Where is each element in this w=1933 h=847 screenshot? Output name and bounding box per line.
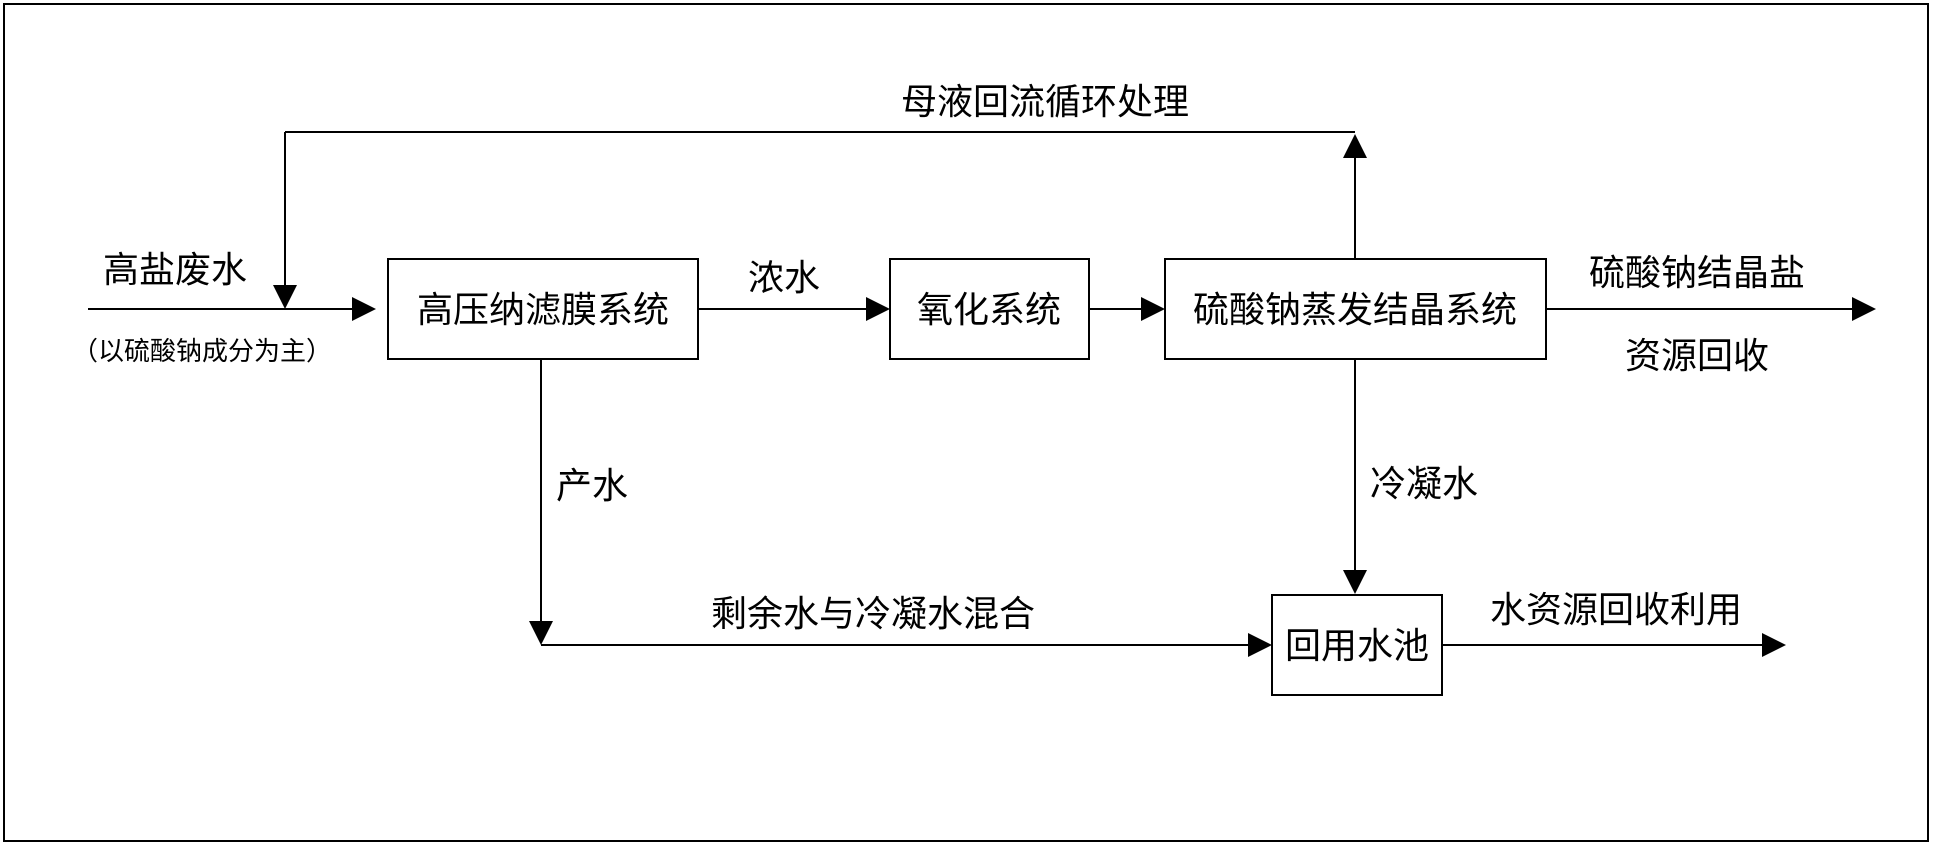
input-note-label: （以硫酸钠成分为主） xyxy=(72,337,332,367)
recycle-label: 母液回流循环处理 xyxy=(901,82,1189,123)
mix-label: 剩余水与冷凝水混合 xyxy=(711,594,1035,635)
water-output-arrowhead xyxy=(1762,633,1786,657)
oxidation-system-node: 氧化系统 xyxy=(889,258,1090,360)
nf-system-node: 高压纳滤膜系统 xyxy=(387,258,699,360)
nf-system-box xyxy=(387,258,699,360)
evaporation-system-box xyxy=(1164,258,1547,360)
condensate-arrowhead xyxy=(1343,570,1367,594)
evaporation-system-node: 硫酸钠蒸发结晶系统 xyxy=(1164,258,1547,360)
reuse-pool-box xyxy=(1271,594,1443,696)
input-arrowhead xyxy=(352,297,376,321)
salt-output-arrowhead xyxy=(1852,297,1876,321)
diagram-frame xyxy=(3,3,1929,842)
salt-output-label-line2: 资源回收 xyxy=(1625,336,1769,377)
reuse-pool-label: 回用水池 xyxy=(1285,626,1429,667)
oxidation-system-label: 氧化系统 xyxy=(917,290,1061,331)
oxidation-system-box xyxy=(889,258,1090,360)
product-water-arrowhead xyxy=(529,621,553,645)
product-water-label: 产水 xyxy=(556,466,628,507)
recycle-arrowhead-up xyxy=(1343,134,1367,158)
ox-to-evap-arrowhead xyxy=(1141,297,1165,321)
water-output-label: 水资源回收利用 xyxy=(1490,590,1742,631)
evaporation-system-label: 硫酸钠蒸发结晶系统 xyxy=(1193,290,1517,331)
reuse-pool-node: 回用水池 xyxy=(1271,594,1443,696)
salt-output-label-line1: 硫酸钠结晶盐 xyxy=(1589,253,1805,294)
recycle-arrowhead-down xyxy=(273,285,297,309)
nf-system-label: 高压纳滤膜系统 xyxy=(417,290,669,331)
condensate-label: 冷凝水 xyxy=(1370,464,1478,505)
input-label: 高盐废水 xyxy=(103,250,247,291)
concentrate-arrowhead xyxy=(866,297,890,321)
mix-arrowhead xyxy=(1248,633,1272,657)
concentrate-label: 浓水 xyxy=(748,258,820,299)
